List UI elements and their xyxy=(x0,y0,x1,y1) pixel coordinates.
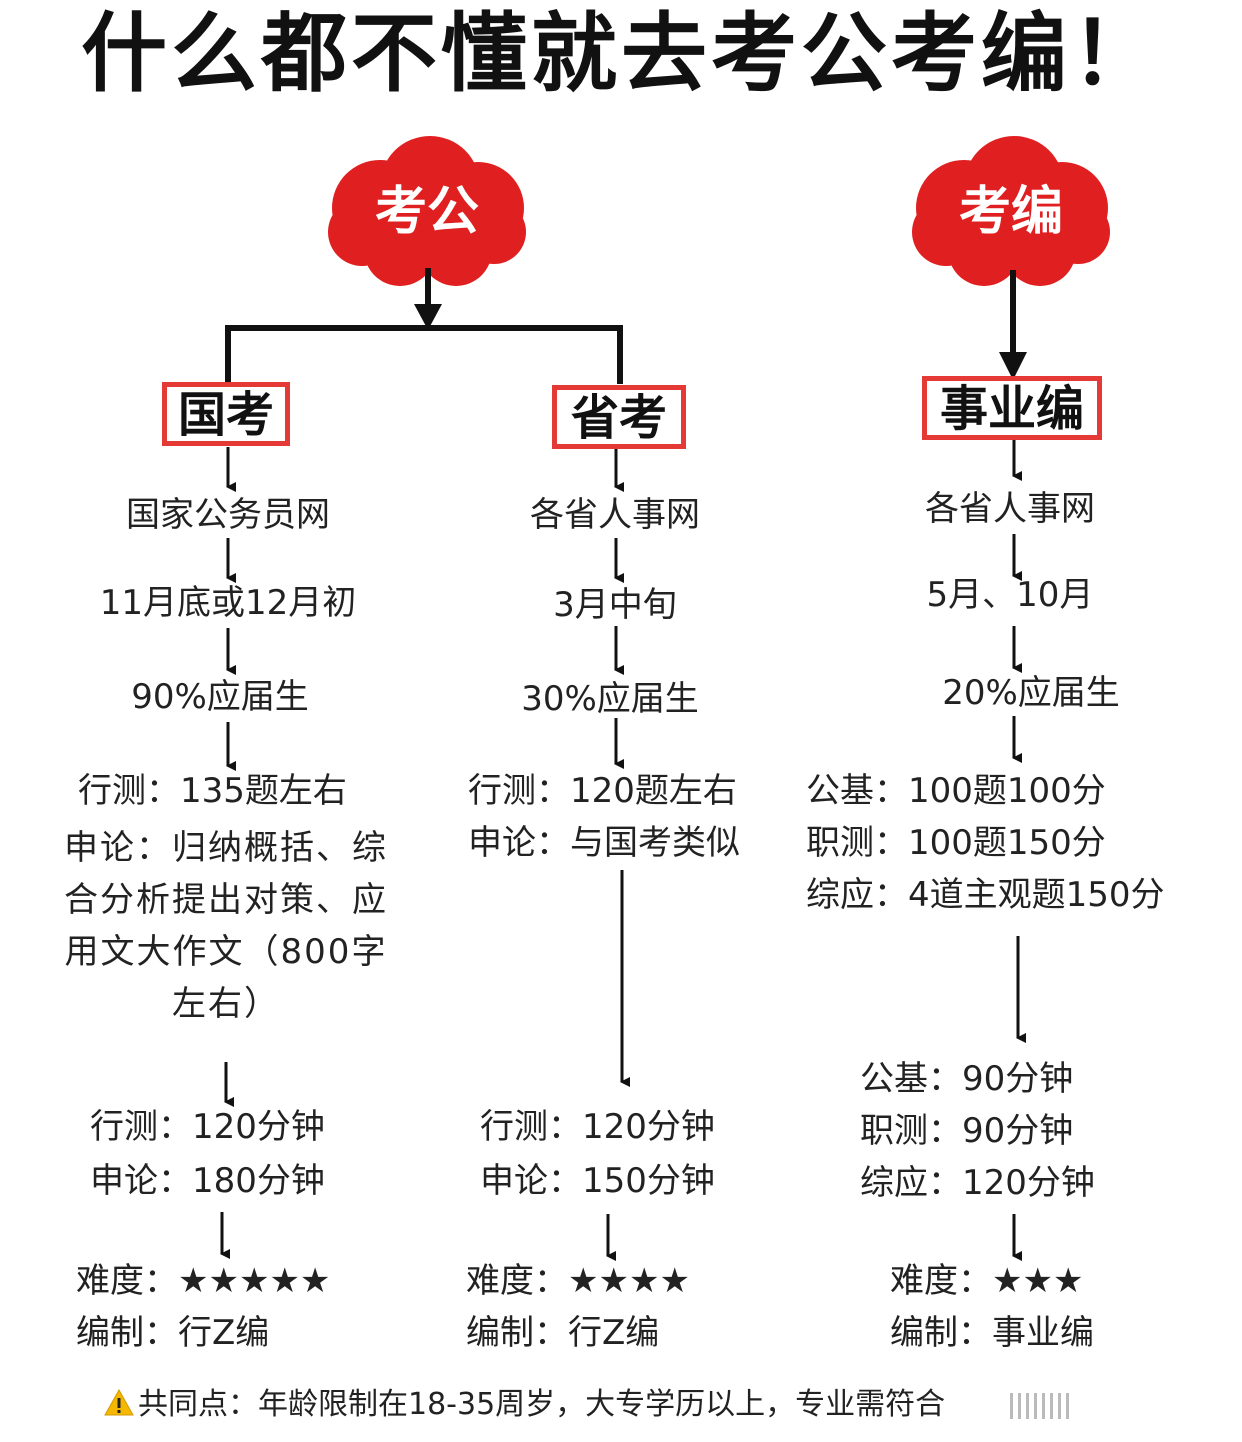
shiyebian-dur3: 综应：120分钟 xyxy=(860,1163,1095,1203)
shiyebian-dur1: 公基：90分钟 xyxy=(860,1059,1074,1099)
guokao-dur1: 行测：120分钟 xyxy=(90,1107,325,1147)
shiyebian-dur2: 职测：90分钟 xyxy=(860,1111,1074,1151)
shiyebian-zhice: 职测：100题150分 xyxy=(806,823,1106,863)
cloud-label-kaogong: 考公 xyxy=(374,182,479,242)
guokao-time: 11月底或12月初 xyxy=(99,583,357,623)
warning-icon xyxy=(104,1388,134,1416)
shiyebian-difficulty: 难度：★★★ xyxy=(890,1261,1084,1301)
shengkao-bianzhi: 编制：行Z编 xyxy=(466,1313,660,1353)
shengkao-site: 各省人事网 xyxy=(530,495,700,535)
box-shengkao: 省考 xyxy=(552,385,686,449)
footer-note: 共同点：年龄限制在18-35周岁，大专学历以上，专业需符合 xyxy=(104,1385,945,1425)
shiyebian-time: 5月、10月 xyxy=(926,575,1094,615)
cloud-kaobian xyxy=(912,136,1110,286)
guokao-site: 国家公务员网 xyxy=(126,495,330,535)
guokao-difficulty: 难度：★★★★★ xyxy=(76,1261,331,1301)
shengkao-time: 3月中旬 xyxy=(553,585,677,625)
cloud-kaogong xyxy=(328,136,526,286)
shiyebian-bianzhi: 编制：事业编 xyxy=(890,1313,1094,1353)
guokao-shenlun: 申论：归纳概括、综合分析提出对策、应用文大作文（800字左右） xyxy=(64,828,388,1024)
shiyebian-site: 各省人事网 xyxy=(925,489,1095,529)
guokao-dur2: 申论：180分钟 xyxy=(90,1161,325,1201)
guokao-ratio: 90%应届生 xyxy=(131,677,309,717)
shiyebian-zongying: 综应：4道主观题150分 xyxy=(806,875,1165,915)
shengkao-dur2: 申论：150分钟 xyxy=(480,1161,715,1201)
guokao-bianzhi: 编制：行Z编 xyxy=(76,1313,270,1353)
cloud-label-kaobian: 考编 xyxy=(958,182,1063,242)
shengkao-ratio: 30%应届生 xyxy=(521,679,699,719)
shengkao-shenlun: 申论：与国考类似 xyxy=(468,823,740,863)
guokao-xingce: 行测：135题左右 xyxy=(78,771,347,811)
shengkao-dur1: 行测：120分钟 xyxy=(480,1107,715,1147)
page-title: 什么都不懂就去考公考编！ xyxy=(81,4,1161,104)
shengkao-xingce: 行测：120题左右 xyxy=(468,771,737,811)
box-shiyebian: 事业编 xyxy=(922,376,1102,440)
footer-text: 共同点：年龄限制在18-35周岁，大专学历以上，专业需符合 xyxy=(138,1387,946,1422)
box-guokao: 国考 xyxy=(162,382,290,446)
footer-watermark-fade xyxy=(1010,1386,1242,1426)
shiyebian-ratio: 20%应届生 xyxy=(942,673,1120,713)
shiyebian-gongji: 公基：100题100分 xyxy=(806,771,1106,811)
shengkao-difficulty: 难度：★★★★ xyxy=(466,1261,690,1301)
